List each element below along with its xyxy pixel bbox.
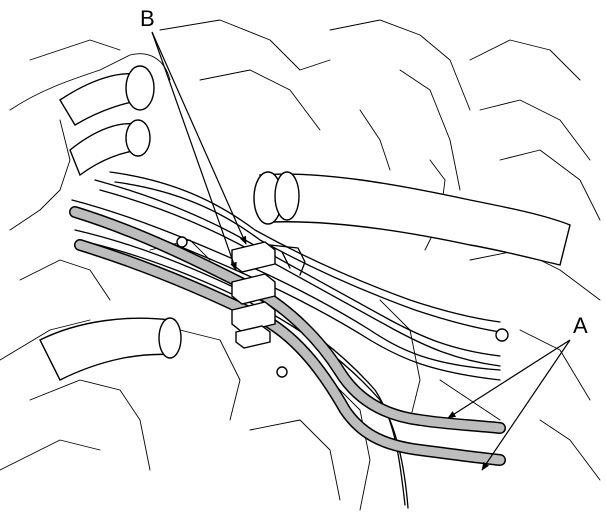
engine-bay-outline	[0, 19, 601, 511]
line-clips	[231, 241, 306, 349]
callout-a-leader-2	[481, 339, 571, 471]
callout-b: B	[140, 6, 247, 271]
lower-left-hose	[39, 317, 182, 381]
highlighted-pipes	[69, 206, 506, 466]
callout-b-leader-2	[151, 31, 237, 271]
fastener-details	[176, 236, 509, 378]
radiator-hose	[253, 171, 571, 266]
callout-b-label: B	[140, 6, 155, 31]
upper-left-hoses	[59, 65, 155, 177]
callout-a-label: A	[573, 313, 588, 338]
callout-b-leader	[151, 31, 247, 245]
callout-a-leader-1	[447, 339, 571, 419]
callout-a: A	[447, 313, 588, 471]
